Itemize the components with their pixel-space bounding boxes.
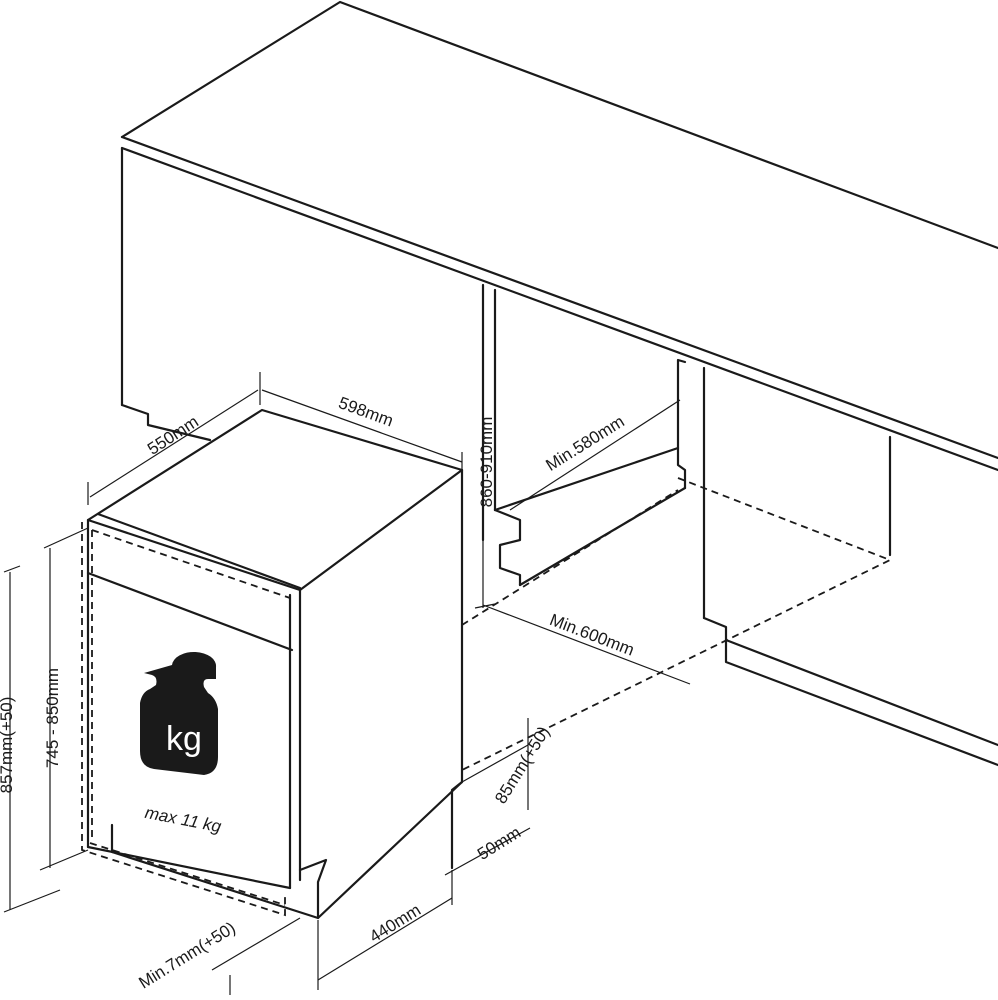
door-depth-label: 440mm [366, 900, 424, 946]
dimension-depth: 550mm [87, 372, 261, 505]
right-cabinet [702, 366, 998, 767]
panel-height-label: 745 - 850mm [43, 668, 62, 768]
dimension-width: 598mm [261, 389, 463, 470]
dimension-panel-height: 745 - 850mm [39, 527, 89, 871]
dimension-total-height: 857mm(+50) [0, 565, 61, 913]
left-cabinet [120, 146, 497, 542]
dimension-door-gap: Min.7mm(+50) [135, 917, 301, 995]
max-load-label: max 11 kg [143, 803, 223, 836]
niche-floor-outline [461, 440, 893, 771]
dishwasher-body [86, 408, 464, 920]
plinth-height-label: 85mm(+50) [491, 723, 553, 807]
niche-back-wall [493, 358, 687, 587]
door-panel-outline [81, 522, 291, 917]
total-height-label: 857mm(+50) [0, 697, 16, 794]
dimension-plinth-setback: 50mm [444, 823, 531, 876]
door-gap-label: Min.7mm(+50) [135, 918, 238, 992]
plinth-setback-label: 50mm [474, 823, 524, 864]
width-label: 598mm [336, 393, 396, 430]
kitchen-counter [120, 0, 998, 472]
dimension-door-depth: 440mm [317, 870, 453, 990]
weight-icon: kg [140, 651, 218, 775]
niche-depth-label: Min.580mm [542, 412, 627, 475]
dimension-niche-width: Min.600mm [482, 604, 691, 685]
niche-height-label: 860-910mm [477, 417, 496, 508]
weight-icon-label: kg [166, 720, 202, 758]
dimension-niche-height: 860-910mm [474, 300, 496, 609]
